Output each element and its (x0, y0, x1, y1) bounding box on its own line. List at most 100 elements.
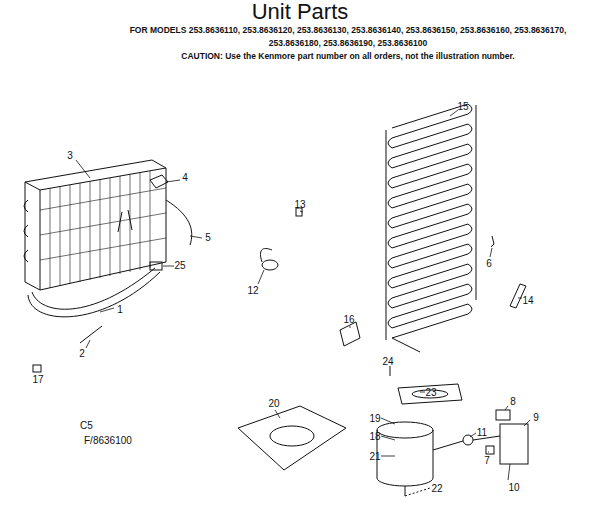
condenser-edge (25, 168, 166, 190)
figure-number: F/8636100 (84, 435, 132, 446)
drawing-stroke (76, 160, 90, 178)
callout-number: 14 (521, 295, 534, 306)
drawing-stroke (150, 171, 151, 268)
condenser (25, 160, 166, 290)
callout-number: 8 (509, 396, 517, 407)
compressor-bottom (377, 478, 433, 486)
condenser-edge (40, 190, 41, 290)
drawing-stroke (110, 178, 111, 276)
callout-number: 11 (476, 427, 488, 438)
callout-number: 20 (267, 398, 280, 409)
relay (500, 424, 528, 464)
drawing-stroke (420, 392, 425, 393)
drawing-stroke (518, 298, 522, 299)
small-part (486, 446, 494, 454)
caution-note: CAUTION: Use the Kenmore part number on … (128, 50, 568, 63)
terminal-part (496, 410, 510, 420)
callout-number: 17 (31, 374, 44, 385)
callout-number: 18 (368, 431, 381, 442)
drawing-stroke (505, 406, 508, 410)
drawing-stroke (50, 188, 51, 288)
callout-number: 25 (173, 260, 186, 271)
bolt (390, 366, 391, 376)
nut (33, 365, 41, 372)
overload (463, 435, 473, 445)
wire (260, 249, 272, 263)
drawing-stroke (40, 238, 166, 260)
drawing-stroke (100, 179, 101, 278)
clip (150, 262, 162, 270)
drawing-stroke (350, 326, 351, 328)
grommet (262, 260, 278, 270)
drawing-stroke (60, 186, 61, 286)
drawing-stroke (470, 433, 476, 437)
tube (166, 200, 192, 245)
compressor-side (433, 430, 434, 478)
callout-number: 15 (456, 101, 469, 112)
condenser-bends (24, 200, 28, 262)
compressor-top (377, 422, 433, 438)
model-list: FOR MODELS 253.8636110, 253.8636120, 253… (128, 24, 568, 50)
drawing-stroke (524, 420, 530, 426)
evaporator-edge (476, 105, 477, 300)
bracket (340, 322, 360, 346)
callout-number: 4 (181, 172, 189, 183)
callout-number: 10 (507, 482, 520, 493)
tube (128, 210, 132, 230)
callout-number: 24 (381, 356, 394, 367)
drier (80, 326, 102, 343)
callout-number: 19 (368, 413, 381, 424)
drawing-stroke (300, 211, 303, 212)
tube (32, 268, 155, 309)
drawing-stroke (488, 452, 489, 453)
drawing-stroke (381, 418, 395, 424)
base-plate (238, 406, 346, 470)
callout-number: 9 (532, 412, 540, 423)
drawing-stroke (100, 308, 114, 312)
small-part (150, 175, 168, 188)
callout-number: 16 (342, 314, 355, 325)
drawing-stroke (40, 188, 166, 210)
clip (491, 236, 494, 247)
drawing-stroke (24, 104, 530, 496)
drawing-stroke (166, 180, 180, 182)
drawing-stroke (86, 340, 90, 348)
callout-number: 2 (78, 348, 86, 359)
drawing-stroke (258, 270, 264, 284)
dashed-lead (405, 488, 430, 496)
callout-number: 12 (246, 285, 259, 296)
drawing-stroke (40, 213, 166, 235)
figure-code: C5 (80, 420, 93, 431)
callout-number: 5 (204, 232, 212, 243)
leader-lines (76, 110, 530, 480)
pad (398, 384, 462, 404)
callout-number: 1 (116, 304, 124, 315)
drawing-stroke (450, 110, 458, 116)
drawing-stroke (490, 248, 492, 257)
drawing-stroke (381, 436, 395, 440)
callout-number: 13 (293, 199, 306, 210)
drawing-stroke (508, 464, 510, 480)
drawing-stroke (275, 410, 280, 418)
tube (28, 272, 160, 317)
page-title: Unit Parts (252, 0, 349, 24)
drawing-stroke (140, 172, 141, 270)
condenser-fins (40, 171, 166, 288)
drawing-stroke (70, 185, 71, 284)
mount-bolt (405, 486, 406, 496)
drawing-stroke (90, 181, 91, 280)
wire (433, 441, 463, 450)
tube (118, 212, 122, 232)
evaporator-coil (388, 104, 472, 352)
callout-number: 3 (66, 150, 74, 161)
callout-number: 21 (368, 451, 381, 462)
callout-number: 7 (483, 455, 491, 466)
evaporator-edge (386, 130, 387, 340)
base-hole (270, 426, 314, 446)
callout-number: 23 (424, 387, 437, 398)
callout-number: 6 (485, 258, 493, 269)
drawing-stroke (80, 183, 81, 282)
callout-number: 22 (430, 483, 443, 494)
